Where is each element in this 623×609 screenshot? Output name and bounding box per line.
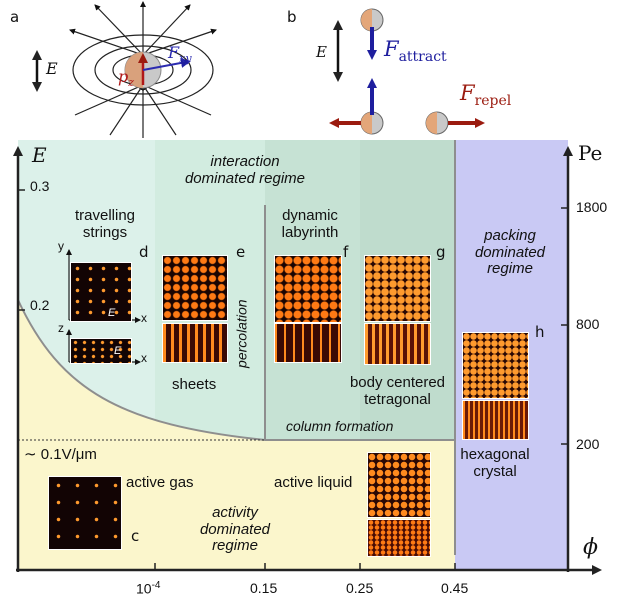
image-liquid-top xyxy=(367,452,431,518)
panel-label-h: h xyxy=(535,323,545,341)
panel-label-g: g xyxy=(436,243,446,261)
panel-label-c: c xyxy=(131,527,140,545)
percolation-label: percolation xyxy=(233,299,250,368)
panel-label-a: a xyxy=(10,8,20,26)
activity-regime-label: activity dominated regime xyxy=(199,504,271,554)
image-g-top xyxy=(364,255,431,322)
image-h-top xyxy=(462,332,529,399)
column-formation-label: column formation xyxy=(286,418,394,434)
x-tick-1e-4: 10-4 xyxy=(136,580,161,597)
hexagonal-crystal-label: hexagonal crystal xyxy=(460,446,530,480)
panel-label-b: b xyxy=(287,8,297,26)
inset-field-label-bottom: E xyxy=(114,345,122,357)
pe-tick-1800: 1800 xyxy=(576,199,608,215)
inset-y-label: y xyxy=(58,239,64,253)
travelling-strings-label: travelling strings xyxy=(74,207,136,241)
image-d-xy xyxy=(70,262,132,322)
image-h-side xyxy=(462,400,529,440)
x-tick-0.15: 0.15 xyxy=(250,580,278,596)
x-axis-label: ϕ xyxy=(583,535,598,560)
image-d-xz xyxy=(70,338,132,364)
y-axis-label: E xyxy=(32,143,47,167)
image-f-top xyxy=(274,255,342,323)
threshold-label: ∼ 0.1V/μm xyxy=(24,446,97,463)
activity-boundary-curve xyxy=(17,299,266,441)
active-liquid-label: active liquid xyxy=(274,474,353,491)
panel-label-d: d xyxy=(139,243,149,261)
pe-tick-200: 200 xyxy=(576,436,600,452)
inset-field-label-top: E xyxy=(108,307,116,319)
inset-z-label: z xyxy=(58,321,64,335)
x-tick-0.25: 0.25 xyxy=(346,580,374,596)
dipole-label: pz xyxy=(118,67,135,90)
attract-force-label: Fattract xyxy=(384,37,447,66)
panel-b-field-label: E xyxy=(316,43,327,61)
interaction-diagram xyxy=(329,8,485,135)
sheets-label: sheets xyxy=(172,376,217,393)
inset-x-label-top: x xyxy=(141,311,147,325)
panel-label-f: f xyxy=(343,243,349,261)
image-e-side xyxy=(162,323,228,363)
activity-curve-fill xyxy=(18,300,265,440)
image-f-side xyxy=(274,323,342,363)
packing-regime-label: packing dominated regime xyxy=(474,227,546,277)
repel-force-label: Frepel xyxy=(460,81,512,110)
y-tick-0.3: 0.3 xyxy=(30,178,50,194)
panel-label-e: e xyxy=(236,243,246,261)
image-liquid-side xyxy=(367,519,431,557)
panel-a-field-label: E xyxy=(46,59,58,78)
pe-tick-800: 800 xyxy=(576,316,600,332)
dynamic-labyrinth-label: dynamic labyrinth xyxy=(281,207,339,241)
inset-x-label-bottom: x xyxy=(141,351,147,365)
dipole-field-diagram xyxy=(32,1,217,138)
image-g-side xyxy=(364,323,431,365)
interaction-regime-label: interaction dominated regime xyxy=(184,153,306,187)
body-centered-tetragonal-label: body centered tetragonal xyxy=(349,374,446,408)
pe-axis-label: Pe xyxy=(578,141,603,165)
y-tick-0.2: 0.2 xyxy=(30,297,50,313)
image-c-gas xyxy=(48,476,122,550)
force-xy-label: Fxy xyxy=(168,43,192,66)
x-tick-0.45: 0.45 xyxy=(441,580,469,596)
active-gas-label: active gas xyxy=(126,474,194,491)
image-e-top xyxy=(162,255,228,321)
